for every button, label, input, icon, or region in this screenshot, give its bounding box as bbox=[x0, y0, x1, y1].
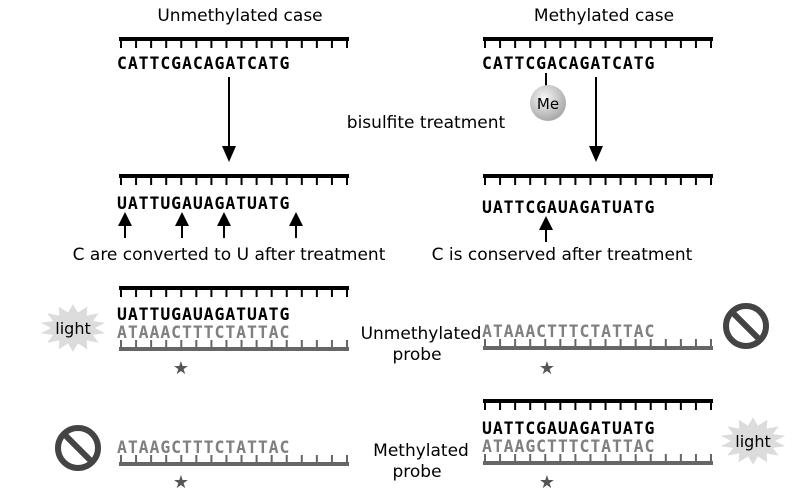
star-icon: ★ bbox=[173, 358, 189, 379]
conversion-arrows bbox=[118, 212, 303, 238]
star-icon: ★ bbox=[539, 472, 555, 493]
unmethylated-probe-right: ATAAACTTTCTATTAC bbox=[482, 322, 713, 350]
dna-backbone bbox=[483, 37, 713, 48]
methylated-hybrid-right: UATTCGAUAGATUATG ATAAGCTTTCTATTAC bbox=[482, 399, 713, 465]
conserved-note: C is conserved after treatment bbox=[432, 245, 693, 265]
methylated-target-sequence: UATTCGAUAGATUATG bbox=[482, 419, 655, 438]
light-label: light bbox=[735, 432, 770, 451]
no-entry-icon bbox=[55, 425, 101, 471]
dna-backbone bbox=[483, 399, 713, 410]
methylated-case-heading: Methylated case bbox=[534, 6, 674, 26]
light-label: light bbox=[55, 319, 90, 338]
treatment-arrow-left-head bbox=[222, 146, 236, 162]
bisulfite-treatment-label: bisulfite treatment bbox=[347, 113, 506, 133]
probe-backbone bbox=[483, 454, 713, 465]
unmethylated-probe-sequence-right: ATAAACTTTCTATTAC bbox=[482, 322, 655, 341]
light-burst-icon: light bbox=[720, 417, 786, 465]
unmethylated-probe-sequence-left: ATAAACTTTCTATTAC bbox=[117, 323, 290, 342]
star-icon: ★ bbox=[173, 472, 189, 493]
methylated-original-strand: CATTCGACAGATCATG bbox=[482, 37, 713, 73]
probe-backbone bbox=[483, 339, 713, 350]
light-burst-icon: light bbox=[40, 304, 106, 352]
unmethylated-probe-label-line2: probe bbox=[392, 345, 441, 365]
unmethylated-probe-label-line1: Unmethylated bbox=[361, 324, 482, 344]
unmethylated-case-heading: Unmethylated case bbox=[157, 6, 322, 26]
no-entry-icon bbox=[723, 303, 769, 349]
unmethylated-hybrid-left: UATTUGAUAGATUATG ATAAACTTTCTATTAC bbox=[117, 286, 349, 351]
dna-backbone bbox=[119, 286, 349, 297]
methylated-probe-sequence-right: ATAAGCTTTCTATTAC bbox=[482, 437, 655, 456]
methyl-group: Me bbox=[530, 73, 566, 121]
dna-backbone bbox=[119, 174, 349, 185]
methylated-original-sequence: CATTCGACAGATCATG bbox=[482, 54, 655, 73]
methylated-converted-sequence: UATTCGAUAGATUATG bbox=[482, 198, 655, 217]
methyl-circle bbox=[530, 85, 566, 121]
star-icon: ★ bbox=[539, 358, 555, 379]
dna-backbone bbox=[119, 37, 349, 48]
probe-backbone bbox=[119, 340, 349, 351]
unmethylated-original-sequence: CATTCGACAGATCATG bbox=[117, 54, 290, 73]
probe-backbone bbox=[119, 455, 349, 466]
methylated-converted-strand: UATTCGAUAGATUATG bbox=[482, 174, 713, 217]
methylated-probe-sequence-left: ATAAGCTTTCTATTAC bbox=[117, 438, 290, 457]
unmethylated-target-sequence: UATTUGAUAGATUATG bbox=[117, 305, 290, 324]
conservation-arrow bbox=[539, 216, 553, 242]
methyl-label: Me bbox=[537, 95, 559, 113]
unmethylated-converted-sequence: UATTUGAUAGATUATG bbox=[117, 194, 290, 213]
methylated-probe-label-line1: Methylated bbox=[373, 441, 469, 461]
unmethylated-converted-strand: UATTUGAUAGATUATG bbox=[117, 174, 349, 213]
converted-note: C are converted to U after treatment bbox=[73, 245, 386, 265]
methylated-probe-left: ATAAGCTTTCTATTAC bbox=[117, 438, 349, 466]
treatment-arrow-right-head bbox=[589, 146, 603, 162]
unmethylated-original-strand: CATTCGACAGATCATG bbox=[117, 37, 349, 73]
methylated-probe-label-line2: probe bbox=[392, 462, 441, 482]
dna-backbone bbox=[483, 174, 713, 185]
